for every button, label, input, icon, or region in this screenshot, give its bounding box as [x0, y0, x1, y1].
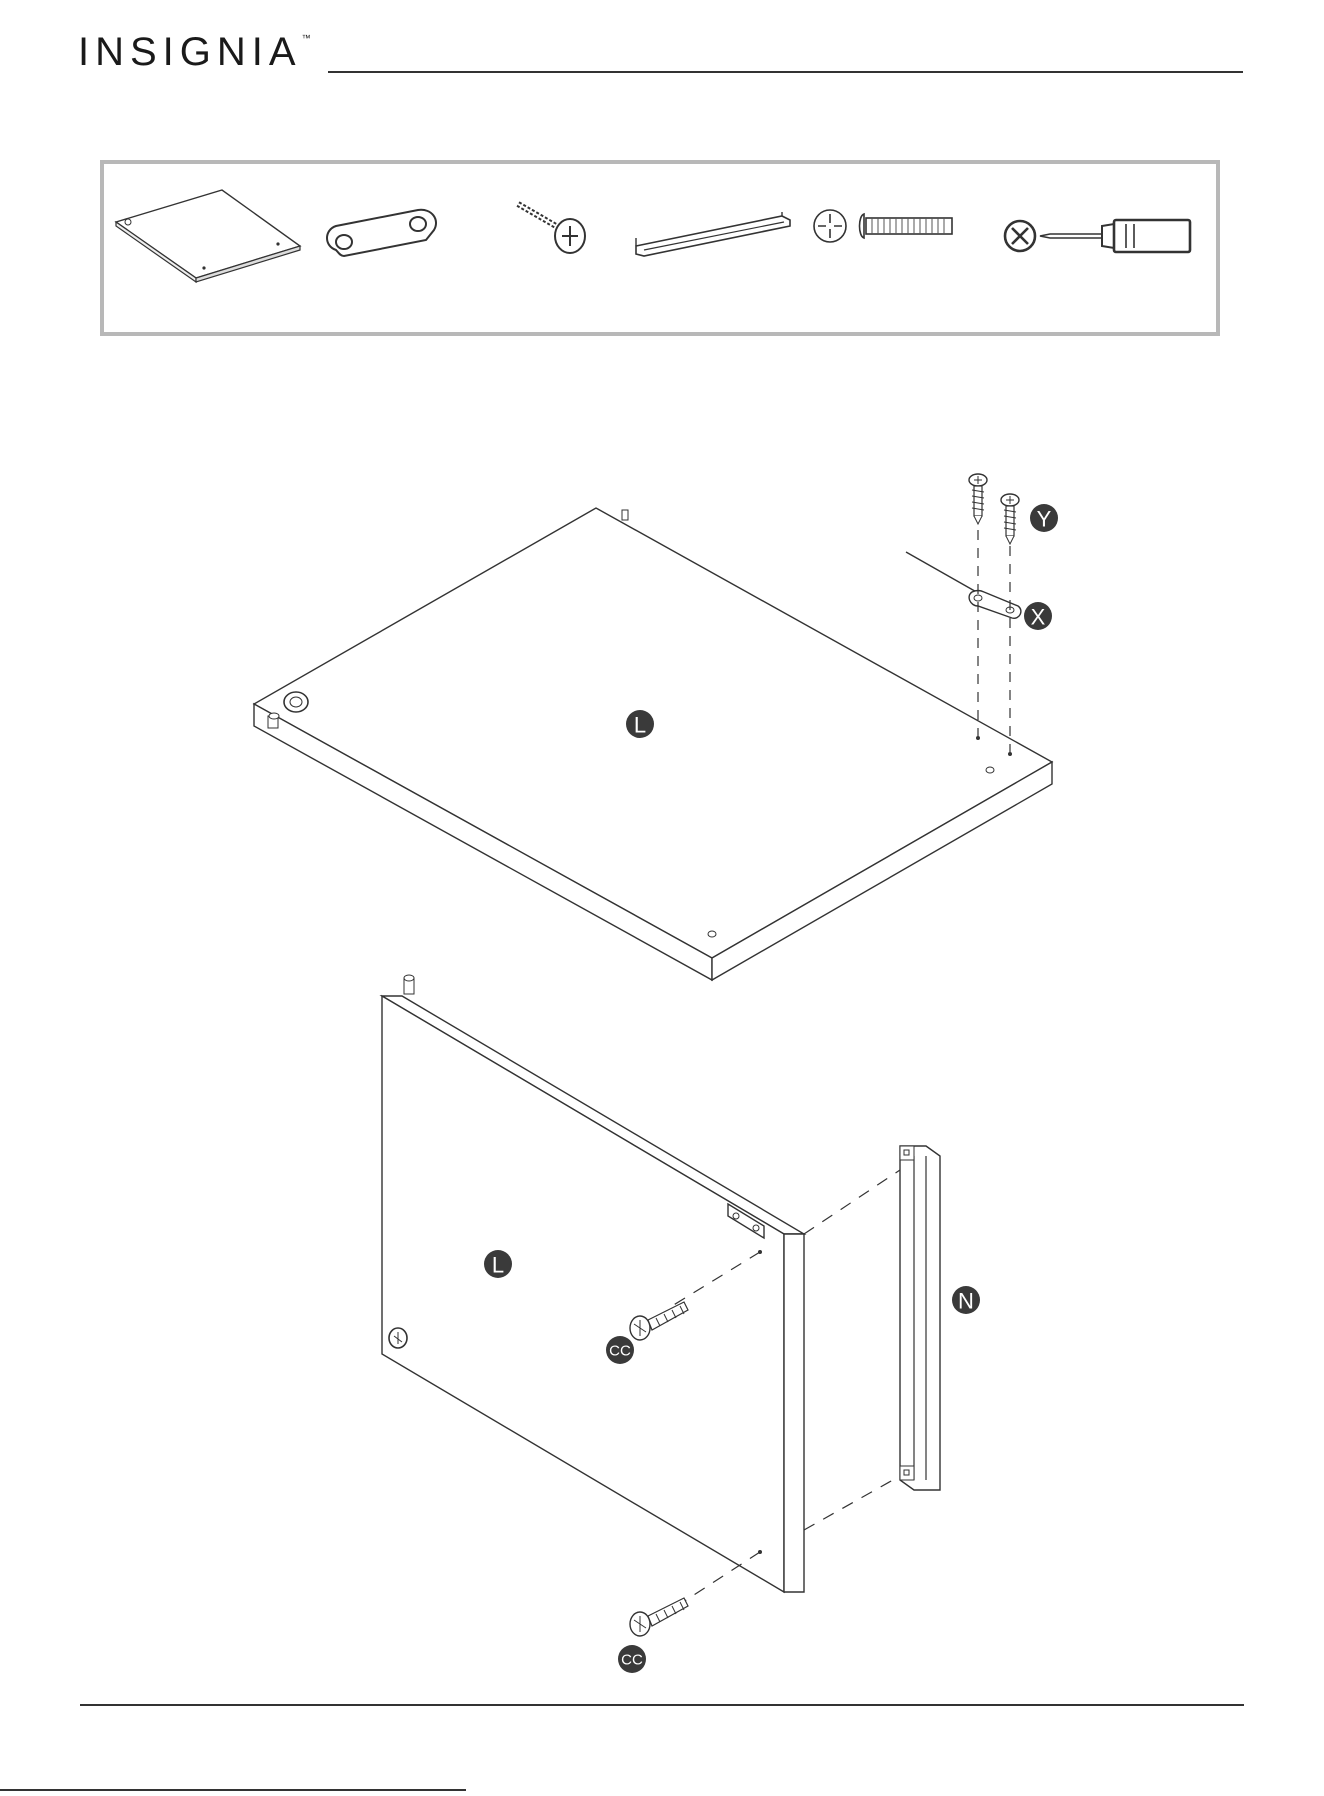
brand-name: INSIGNIA	[78, 30, 302, 74]
label-plate: X	[1024, 602, 1052, 630]
page-edge-rule	[0, 1789, 466, 1791]
label-top-panel-text: L	[634, 713, 646, 738]
wood-screw-icon	[514, 196, 594, 266]
label-handle: N	[952, 1286, 980, 1314]
label-top-panel: L	[626, 710, 654, 738]
label-lower-screw: CC	[618, 1645, 646, 1673]
label-front-panel: L	[484, 1250, 512, 1278]
trademark-symbol: ™	[302, 33, 311, 43]
label-handle-text: N	[958, 1289, 974, 1314]
parts-needed-box	[100, 160, 1220, 336]
footer-rule	[80, 1704, 1244, 1706]
handle-illustration	[900, 1146, 940, 1490]
top-panel-illustration	[254, 508, 1052, 980]
label-upper-screw-text: CC	[609, 1343, 631, 1360]
lower-machine-screw-illustration	[630, 1598, 688, 1636]
panel-icon	[112, 186, 302, 286]
assembly-diagram: L Y X L N CC CC	[0, 440, 1324, 1685]
assembly-svg: L Y X L N CC CC	[0, 440, 1324, 1680]
label-screws: Y	[1030, 504, 1058, 532]
front-panel-illustration	[382, 975, 804, 1592]
brand-logo: INSIGNIA™	[78, 32, 311, 72]
label-screws-text: Y	[1037, 507, 1052, 532]
label-upper-screw: CC	[606, 1336, 634, 1364]
label-lower-screw-text: CC	[621, 1652, 643, 1669]
handle-icon	[634, 212, 794, 262]
label-front-panel-text: L	[492, 1253, 504, 1278]
connector-plate-icon	[322, 206, 442, 266]
label-plate-text: X	[1031, 605, 1046, 630]
machine-screw-icon	[812, 204, 962, 254]
header-rule	[328, 71, 1243, 73]
page-header: INSIGNIA™	[0, 0, 1324, 90]
phillips-screwdriver-icon	[1002, 214, 1198, 264]
